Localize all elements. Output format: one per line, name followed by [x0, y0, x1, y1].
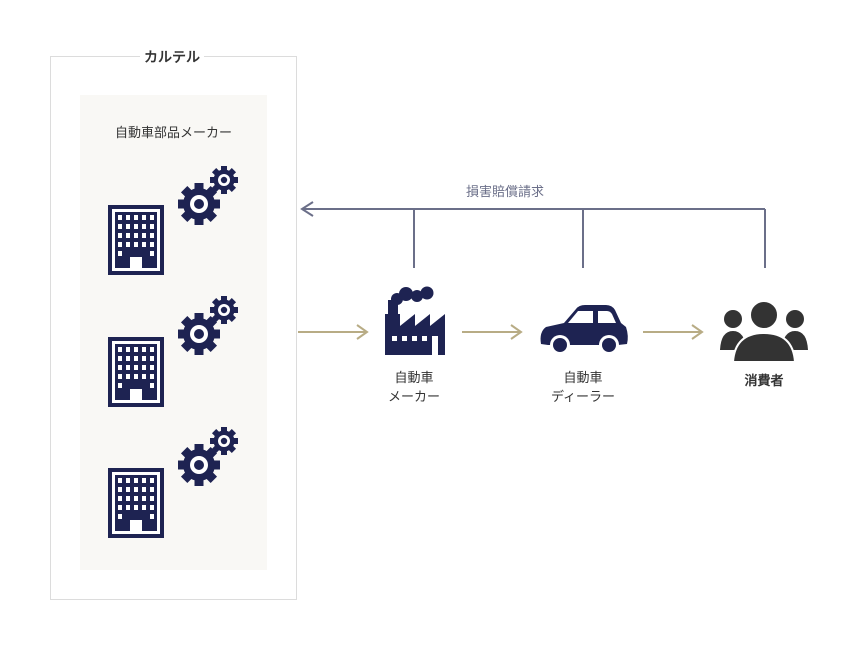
car-maker-label-line1: 自動車 [394, 371, 434, 386]
dealer-label-line2: ディーラー [550, 390, 616, 405]
factory-icon [385, 286, 445, 355]
car-maker-label: 自動車 メーカー [374, 369, 454, 407]
dealer-label: 自動車 ディーラー [538, 369, 628, 407]
building-icon-2 [108, 337, 164, 407]
consumers-icon [720, 300, 808, 363]
consumer-label: 消費者 [744, 374, 784, 389]
building-icon-1 [108, 205, 164, 275]
damages-claim-label: 損害賠償請求 [466, 185, 545, 200]
parts-maker-title: 自動車部品メーカー [114, 126, 232, 141]
gear-icon-2b [210, 296, 238, 324]
dealer-label-line1: 自動車 [563, 371, 603, 386]
building-icon-3 [108, 468, 164, 538]
claim-arrow [300, 201, 766, 268]
car-maker-label-line2: メーカー [387, 390, 440, 405]
cartel-label: カルテル [140, 47, 204, 67]
car-icon [540, 305, 628, 355]
gear-icon-3b [210, 427, 238, 455]
gear-icon-1b [210, 166, 238, 194]
